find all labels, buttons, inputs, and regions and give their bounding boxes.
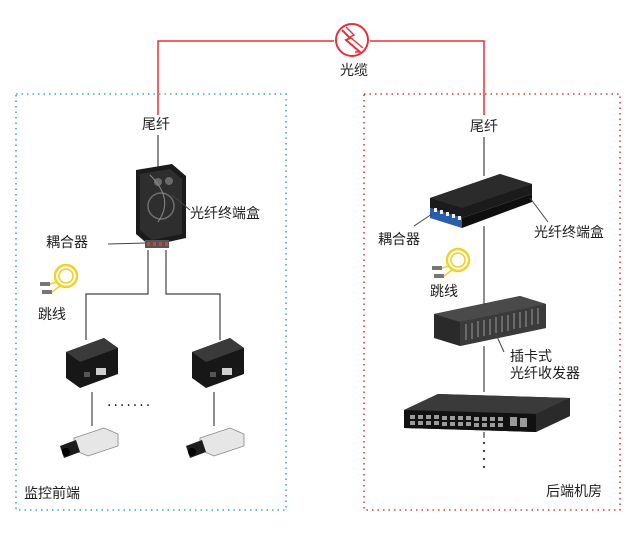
ellipsis-label: ······· xyxy=(107,398,153,414)
zone-front-label: 监控前端 xyxy=(24,486,80,502)
front-zone-border xyxy=(15,93,287,511)
patch-cord-label-right: 跳线 xyxy=(430,284,458,300)
back-zone-border xyxy=(363,93,621,511)
branch-line-left xyxy=(85,250,149,340)
chassis-converter-leader xyxy=(493,329,505,353)
media-converter-1 xyxy=(66,338,118,388)
cable-icon xyxy=(335,23,369,57)
zone-back-label: 后端机房 xyxy=(546,484,602,500)
terminal-box-left-label: 光纤终端盒 xyxy=(190,206,260,222)
patch-cord-label-left: 跳线 xyxy=(38,307,66,323)
branch-line-right xyxy=(165,250,221,340)
pigtail-label-right: 尾纤 xyxy=(470,119,498,135)
fiber-cable-line xyxy=(157,40,334,115)
pigtail-label-left: 尾纤 xyxy=(142,117,170,133)
terminal-box-left-leader xyxy=(171,194,191,211)
chassis-converter-label: 插卡式 光纤收发器 xyxy=(510,349,580,382)
coupler-label-left: 耦合器 xyxy=(46,235,88,251)
cable-label: 光缆 xyxy=(340,63,368,79)
chassis-converter xyxy=(434,296,546,346)
continuation-dots xyxy=(482,441,486,469)
camera-1 xyxy=(60,427,119,458)
media-converter-2 xyxy=(192,338,244,388)
coupler-label-right: 耦合器 xyxy=(378,232,420,248)
fiber-cable-line-right xyxy=(370,40,485,115)
terminal-box-left xyxy=(136,164,186,248)
terminal-box-right-label: 光纤终端盒 xyxy=(534,225,604,241)
coupler-left-leader xyxy=(107,242,147,245)
network-switch xyxy=(404,394,570,432)
terminal-box-right xyxy=(430,174,532,228)
camera-2 xyxy=(186,427,245,458)
terminal-box-right-leader xyxy=(529,197,549,223)
patch-cord-right-icon xyxy=(432,247,471,278)
patch-cord-left-icon xyxy=(40,263,79,294)
coupler-right-leader xyxy=(413,213,433,227)
